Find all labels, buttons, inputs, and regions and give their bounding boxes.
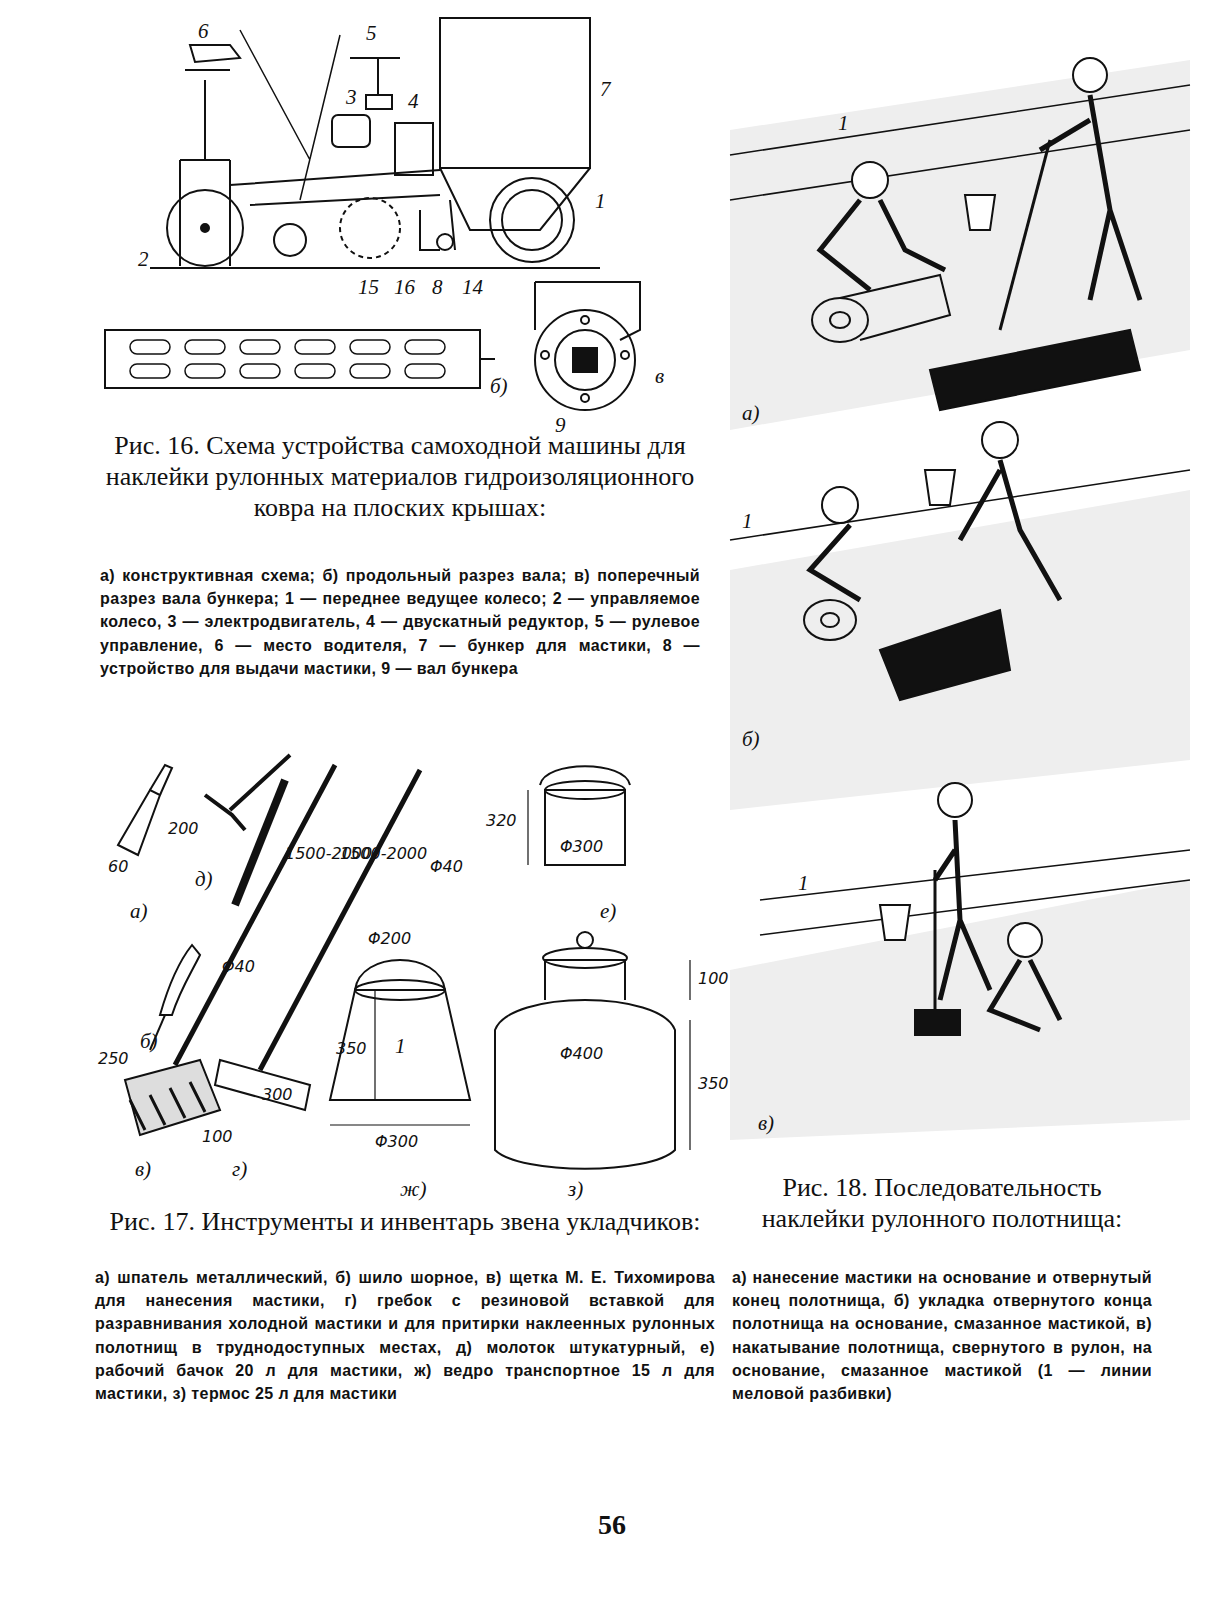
callout-number: б) [140, 1030, 158, 1053]
dimension: 100 [202, 1128, 233, 1146]
figure-legend: а) конструктивная схема; б) продольный р… [100, 564, 700, 680]
thermos [495, 1000, 675, 1169]
shaft-section [105, 330, 495, 388]
callout-number: б) [490, 375, 508, 398]
scraper-handle [260, 770, 420, 1070]
callout-number: 1 [595, 190, 606, 213]
hammer-handle [235, 780, 285, 905]
fork [180, 160, 230, 266]
dimension: 100 [698, 970, 729, 988]
ground-line [150, 267, 600, 269]
spatula [118, 790, 160, 855]
callout-number: 3 [346, 86, 357, 109]
callout-number: а) [130, 900, 148, 923]
callout-number: ж) [400, 1178, 427, 1201]
callout-number: 4 [408, 90, 419, 113]
dimension: Φ300 [560, 838, 603, 856]
awl [160, 945, 200, 1015]
hopper [440, 18, 590, 168]
callout-number: г) [232, 1158, 247, 1181]
mastic [930, 330, 1140, 410]
drive-wheel [490, 178, 574, 262]
dispenser [420, 200, 455, 250]
callout-number: 1 [798, 872, 809, 895]
callout-number: 1 [838, 112, 849, 135]
scene-a [730, 58, 1190, 430]
callout-number: 2 [138, 248, 149, 271]
callout-number: 1 [395, 1035, 406, 1058]
callout-number: а) [742, 402, 760, 425]
roll [804, 600, 856, 640]
electric-motor [332, 115, 370, 147]
figure-legend: а) нанесение мастики на основание и отве… [732, 1266, 1152, 1405]
dimension: Φ200 [368, 930, 411, 948]
bucket-transport [330, 990, 470, 1100]
callout-number: 6 [198, 20, 209, 43]
levers [240, 30, 340, 200]
tools [118, 755, 690, 1169]
roller [274, 224, 306, 256]
callout-number: в) [758, 1112, 774, 1135]
steering-column [350, 58, 400, 95]
dimension: 1500-2000 [340, 845, 427, 863]
dimension: Φ40 [222, 958, 255, 976]
dimension: Φ300 [375, 1133, 418, 1151]
mastic [880, 610, 1010, 700]
dimension: 350 [336, 1040, 367, 1058]
brush-handle [175, 765, 335, 1065]
machine-scheme [150, 18, 600, 268]
steered-wheel [167, 190, 243, 266]
chalk-line [730, 470, 1190, 540]
callout-number: д) [195, 868, 213, 891]
callout-number: 14 [462, 276, 483, 299]
driver-seat [190, 45, 240, 62]
work-tank [545, 790, 625, 865]
roll [812, 298, 868, 342]
dimension: Φ400 [560, 1045, 603, 1063]
shaft [340, 198, 400, 258]
scene-b [730, 422, 1190, 810]
callout-number: б) [742, 728, 760, 751]
shaft-body [105, 330, 480, 388]
roller-tool [915, 1010, 960, 1035]
figure-caption: Рис. 16. Схема устройства самоходной маш… [100, 430, 700, 524]
callout-number: 1 [742, 510, 753, 533]
brush [125, 1060, 220, 1135]
figure-caption: Рис. 18. Последовательность наклейки рул… [732, 1172, 1152, 1234]
scraper [215, 1060, 310, 1110]
dimension: 300 [262, 1086, 293, 1104]
seat-post [185, 70, 230, 160]
callout-number: з) [568, 1178, 583, 1201]
figure-caption: Рис. 17. Инструменты и инвентарь звена у… [95, 1206, 715, 1237]
callout-number: в) [135, 1158, 151, 1181]
dimension: 250 [98, 1050, 129, 1068]
dimension: 320 [486, 812, 517, 830]
dimension: 200 [168, 820, 199, 838]
callout-number: 8 [432, 276, 443, 299]
callout-number: 7 [600, 78, 611, 101]
hopper-cross-section [535, 282, 640, 410]
reducer [395, 123, 433, 175]
steering [366, 95, 392, 109]
dimension: Φ40 [430, 858, 463, 876]
dimension: 60 [108, 858, 128, 876]
chalk-line [730, 85, 1190, 200]
callout-number: 5 [366, 22, 377, 45]
scene-c [730, 783, 1190, 1140]
callout-number: 15 [358, 276, 379, 299]
dimension: 350 [698, 1075, 729, 1093]
figure-legend: а) шпатель металлический, б) шило шорное… [95, 1266, 715, 1405]
page-number: 56 [598, 1510, 626, 1541]
chalk-line [760, 850, 1190, 935]
callout-number: 16 [394, 276, 415, 299]
callout-number: е) [600, 900, 616, 923]
callout-number: в [655, 365, 664, 388]
